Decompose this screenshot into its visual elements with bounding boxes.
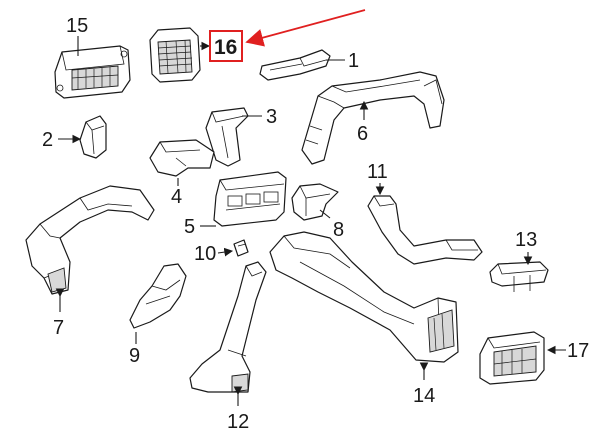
callout-3: 3 [242, 106, 277, 128]
svg-text:8: 8 [333, 219, 344, 241]
part-7-duct [25, 185, 155, 295]
callout-15: 15 [66, 15, 88, 56]
callout-10: 10 [194, 243, 234, 265]
svg-text:2: 2 [42, 129, 53, 151]
part-13-bracket [489, 261, 549, 292]
callout-6: 6 [357, 100, 369, 145]
part-1-duct [259, 49, 331, 81]
callout-16: 16 [200, 9, 366, 62]
svg-text:7: 7 [53, 317, 64, 339]
part-4-duct [149, 139, 215, 177]
svg-text:4: 4 [171, 186, 182, 208]
callout-9: 9 [129, 332, 140, 367]
callout-1: 1 [326, 50, 359, 72]
svg-text:5: 5 [184, 216, 195, 238]
callout-7: 7 [53, 288, 65, 339]
callout-12: 12 [227, 386, 249, 433]
callout-14: 14 [413, 362, 435, 407]
svg-text:12: 12 [227, 411, 249, 433]
part-11-duct [367, 195, 483, 265]
svg-text:10: 10 [194, 243, 216, 265]
svg-text:17: 17 [567, 340, 589, 362]
part-3-duct [205, 107, 249, 167]
callout-4: 4 [171, 178, 182, 208]
part-5-block [213, 171, 287, 227]
part-10-clip [233, 239, 249, 257]
highlight-arrow [245, 9, 366, 47]
part-6-duct [301, 71, 445, 165]
part-15-vent-grille [54, 45, 131, 99]
part-16-vent-grille [149, 27, 201, 83]
callout-16-highlight-box [209, 30, 243, 62]
svg-text:14: 14 [413, 385, 435, 407]
svg-text:3: 3 [266, 106, 277, 128]
part-2-adapter [79, 115, 107, 159]
callout-8: 8 [319, 209, 344, 241]
callout-17: 17 [546, 340, 589, 362]
svg-text:9: 9 [129, 345, 140, 367]
svg-text:13: 13 [515, 229, 537, 251]
svg-text:15: 15 [66, 15, 88, 37]
callout-2: 2 [42, 129, 82, 151]
callout-11: 11 [367, 161, 388, 196]
svg-text:11: 11 [367, 161, 388, 183]
part-14-duct [269, 231, 459, 363]
part-12-duct [189, 261, 267, 393]
part-8-actuator [291, 183, 339, 221]
part-17-vent-grille [479, 331, 545, 385]
svg-text:16: 16 [214, 36, 237, 59]
callout-13: 13 [515, 229, 537, 266]
callout-5: 5 [184, 216, 216, 238]
part-9-bracket [129, 263, 187, 329]
svg-text:1: 1 [348, 50, 359, 72]
svg-text:6: 6 [357, 123, 368, 145]
